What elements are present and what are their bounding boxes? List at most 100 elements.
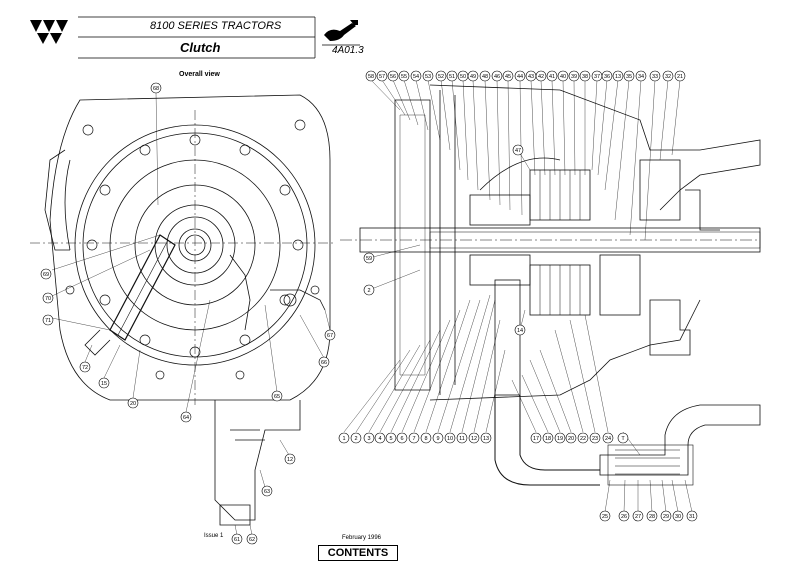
callout-circle [420, 432, 432, 444]
callout-53: 53 [422, 70, 434, 82]
callout-circle [363, 284, 375, 296]
callout-number: 57 [379, 74, 385, 80]
callout-circle [632, 510, 644, 522]
callout-number: 6 [400, 436, 403, 442]
callout-12: 12 [468, 432, 480, 444]
callout-number: 45 [505, 74, 511, 80]
callout-circle [491, 70, 503, 82]
section-code: 4A01.3 [332, 45, 364, 56]
callout-37: 37 [591, 70, 603, 82]
callout-number: 67 [327, 333, 333, 339]
callout-number: 9 [436, 436, 439, 442]
callout-circle [646, 510, 658, 522]
callout-number: 5 [389, 436, 392, 442]
callout-23: 23 [589, 432, 601, 444]
callout-number: 10 [447, 436, 453, 442]
callout-circle [502, 70, 514, 82]
callout-65: 65 [271, 390, 283, 402]
callout-number: 56 [390, 74, 396, 80]
callout-55: 55 [398, 70, 410, 82]
callout-number: 24 [605, 436, 611, 442]
callout-circle [674, 70, 686, 82]
callout-number: 65 [274, 394, 280, 400]
callout-number: 42 [538, 74, 544, 80]
callout-2: 2 [363, 284, 375, 296]
callout-58: 58 [365, 70, 377, 82]
callout-18: 18 [542, 432, 554, 444]
callout-number: 34 [638, 74, 644, 80]
callout-28: 28 [646, 510, 658, 522]
callout-number: 32 [665, 74, 671, 80]
callout-circle [660, 510, 672, 522]
callout-number: 23 [592, 436, 598, 442]
callout-43: 43 [525, 70, 537, 82]
callout-number: 19 [557, 436, 563, 442]
callout-circle [387, 70, 399, 82]
callout-circle [432, 432, 444, 444]
callout-circle [127, 397, 139, 409]
callout-number: 44 [517, 74, 523, 80]
callout-62: 62 [246, 533, 258, 545]
callout-50: 50 [457, 70, 469, 82]
callout-number: 52 [438, 74, 444, 80]
callout-circle [623, 70, 635, 82]
callout-circle [514, 70, 526, 82]
callout-70: 70 [42, 292, 54, 304]
callout-17: 17 [530, 432, 542, 444]
callout-circle [338, 432, 350, 444]
callout-31: 31 [686, 510, 698, 522]
callout-4: 4 [374, 432, 386, 444]
callout-10: 10 [444, 432, 456, 444]
callout-circle [612, 70, 624, 82]
callout-circle [350, 432, 362, 444]
contents-button[interactable]: CONTENTS [318, 545, 398, 561]
view-label: Overall view [179, 71, 220, 78]
callout-11: 11 [456, 432, 468, 444]
callout-number: 66 [321, 360, 327, 366]
callout-circle [42, 292, 54, 304]
callout-circle [514, 324, 526, 336]
callout-number: 2 [354, 436, 357, 442]
callout-number: 54 [413, 74, 419, 80]
callout-number: 11 [459, 436, 465, 442]
callout-number: 20 [130, 401, 136, 407]
callout-number: 64 [183, 415, 189, 421]
callout-number: 40 [560, 74, 566, 80]
callout-number: 43 [528, 74, 534, 80]
callout-number: 26 [621, 514, 627, 520]
callout-circle [324, 329, 336, 341]
callout-32: 32 [662, 70, 674, 82]
callout-25: 25 [599, 510, 611, 522]
callout-56: 56 [387, 70, 399, 82]
callout-T: T [617, 432, 629, 444]
callout-47: 47 [512, 144, 524, 156]
callout-circle [530, 432, 542, 444]
callout-circle [686, 510, 698, 522]
callout-45: 45 [502, 70, 514, 82]
callout-51: 51 [446, 70, 458, 82]
callout-30: 30 [672, 510, 684, 522]
callout-66: 66 [318, 356, 330, 368]
callout-circle [535, 70, 547, 82]
callout-circle [246, 533, 258, 545]
callout-48: 48 [479, 70, 491, 82]
callout-circle [456, 432, 468, 444]
callout-circle [410, 70, 422, 82]
callout-20: 20 [127, 397, 139, 409]
callout-circle [180, 411, 192, 423]
callout-circle [435, 70, 447, 82]
callout-number: 62 [249, 537, 255, 543]
callout-circle [546, 70, 558, 82]
callout-circle [467, 70, 479, 82]
callout-circle [557, 70, 569, 82]
callout-circle [649, 70, 661, 82]
callout-number: 72 [82, 365, 88, 371]
callout-number: 28 [649, 514, 655, 520]
callout-9: 9 [432, 432, 444, 444]
callout-number: 59 [366, 256, 372, 262]
callout-number: 37 [594, 74, 600, 80]
callout-number: 22 [580, 436, 586, 442]
callout-number: 33 [652, 74, 658, 80]
